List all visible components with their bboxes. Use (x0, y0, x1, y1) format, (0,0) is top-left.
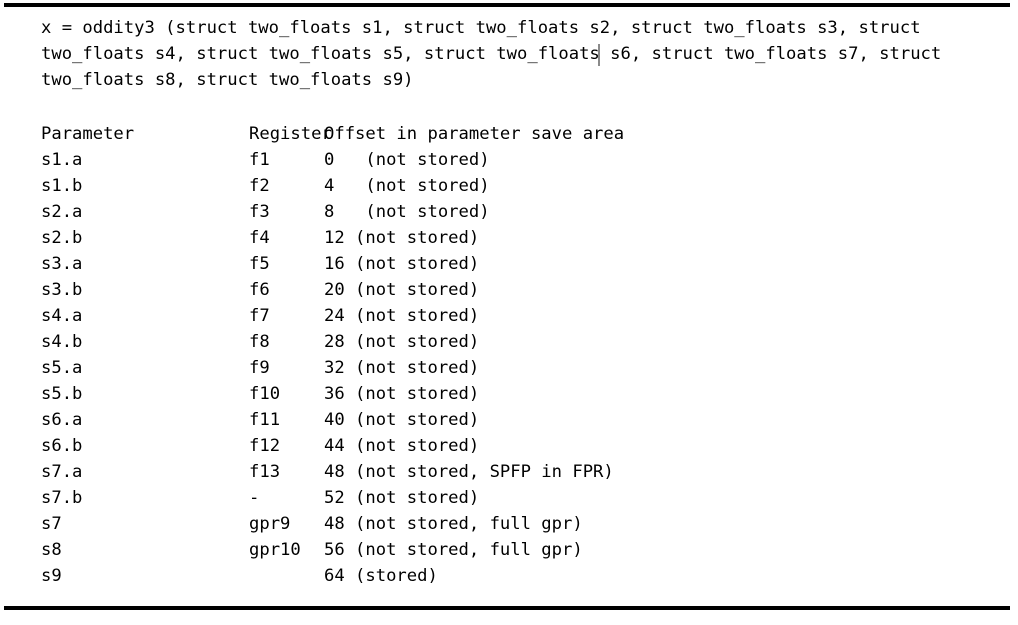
cell-register: gpr9 (249, 514, 291, 534)
cell-offset: 24 (not stored) (324, 306, 480, 326)
cell-offset: 20 (not stored) (324, 280, 480, 300)
cell-offset: 56 (not stored, full gpr) (324, 540, 583, 560)
cell-register: f10 (249, 384, 281, 404)
cell-offset: 0 (not stored) (324, 150, 490, 170)
table-row: s7 gpr9 48 (not stored, full gpr) (41, 511, 624, 537)
column-header-offset: Offset in parameter save area (324, 124, 625, 144)
cell-register: f3 (249, 202, 270, 222)
cell-register: f11 (249, 410, 281, 430)
signature-line-3: two_floats s8, struct two_floats s9) (41, 70, 414, 90)
text-caret[interactable] (598, 44, 600, 66)
table-row: s8 gpr10 56 (not stored, full gpr) (41, 537, 624, 563)
cell-parameter: s7 (41, 514, 62, 534)
cell-offset: 48 (not stored, SPFP in FPR) (324, 462, 614, 482)
bottom-rule (4, 606, 1010, 610)
cell-register: - (249, 488, 260, 508)
column-header-parameter: Parameter (41, 124, 135, 144)
parameter-register-table: Parameter RegisterOffset in parameter sav… (41, 121, 624, 589)
table-row: s6.b f12 44 (not stored) (41, 433, 624, 459)
cell-parameter: s1.b (41, 176, 83, 196)
table-row: s5.b f10 36 (not stored) (41, 381, 624, 407)
cell-register: f7 (249, 306, 270, 326)
table-row: s3.b f6 20 (not stored) (41, 277, 624, 303)
column-header-register: Register (249, 124, 332, 144)
cell-register: f2 (249, 176, 270, 196)
cell-register: f4 (249, 228, 270, 248)
cell-offset: 44 (not stored) (324, 436, 480, 456)
table-row: s5.a f9 32 (not stored) (41, 355, 624, 381)
cell-register: f12 (249, 436, 281, 456)
table-row: s2.b f4 12 (not stored) (41, 225, 624, 251)
cell-parameter: s2.b (41, 228, 83, 248)
table-row: s2.a f3 8 (not stored) (41, 199, 624, 225)
cell-parameter: s5.a (41, 358, 83, 378)
table-row: s3.a f5 16 (not stored) (41, 251, 624, 277)
table-row: s1.b f2 4 (not stored) (41, 173, 624, 199)
cell-offset: 28 (not stored) (324, 332, 480, 352)
table-row: s9 64 (stored) (41, 563, 624, 589)
cell-parameter: s9 (41, 566, 62, 586)
cell-offset: 52 (not stored) (324, 488, 480, 508)
cell-parameter: s3.b (41, 280, 83, 300)
table-header-row: Parameter RegisterOffset in parameter sav… (41, 121, 624, 147)
function-signature-block: x = oddity3 (struct two_floats s1, struc… (41, 15, 991, 93)
cell-parameter: s7.a (41, 462, 83, 482)
cell-offset: 16 (not stored) (324, 254, 480, 274)
cell-offset: 64 (stored) (324, 566, 438, 586)
table-row: s7.a f13 48 (not stored, SPFP in FPR) (41, 459, 624, 485)
cell-register: f8 (249, 332, 270, 352)
cell-offset: 48 (not stored, full gpr) (324, 514, 583, 534)
cell-offset: 8 (not stored) (324, 202, 490, 222)
cell-parameter: s4.b (41, 332, 83, 352)
cell-register: f1 (249, 150, 270, 170)
cell-register: f13 (249, 462, 281, 482)
cell-parameter: s2.a (41, 202, 83, 222)
cell-offset: 4 (not stored) (324, 176, 490, 196)
cell-register: f9 (249, 358, 270, 378)
cell-register: gpr10 (249, 540, 301, 560)
signature-line-1: x = oddity3 (struct two_floats s1, struc… (41, 18, 921, 38)
top-rule (4, 3, 1010, 7)
cell-offset: 40 (not stored) (324, 410, 480, 430)
cell-register: f6 (249, 280, 270, 300)
cell-parameter: s7.b (41, 488, 83, 508)
table-body: s1.a f1 0 (not stored) s1.b f2 4 (not stored)… (41, 147, 624, 589)
cell-offset: 12 (not stored) (324, 228, 480, 248)
function-signature: x = oddity3 (struct two_floats s1, struc… (41, 15, 991, 93)
cell-parameter: s6.b (41, 436, 83, 456)
cell-parameter: s8 (41, 540, 62, 560)
cell-parameter: s1.a (41, 150, 83, 170)
cell-parameter: s5.b (41, 384, 83, 404)
cell-parameter: s4.a (41, 306, 83, 326)
table-row: s4.a f7 24 (not stored) (41, 303, 624, 329)
table-row: s1.a f1 0 (not stored) (41, 147, 624, 173)
cell-parameter: s3.a (41, 254, 83, 274)
cell-offset: 32 (not stored) (324, 358, 480, 378)
signature-line-2: two_floats s4, struct two_floats s5, str… (41, 44, 942, 64)
table-row: s7.b - 52 (not stored) (41, 485, 624, 511)
cell-offset: 36 (not stored) (324, 384, 480, 404)
table-row: s4.b f8 28 (not stored) (41, 329, 624, 355)
cell-register: f5 (249, 254, 270, 274)
cell-parameter: s6.a (41, 410, 83, 430)
table-row: s6.a f11 40 (not stored) (41, 407, 624, 433)
